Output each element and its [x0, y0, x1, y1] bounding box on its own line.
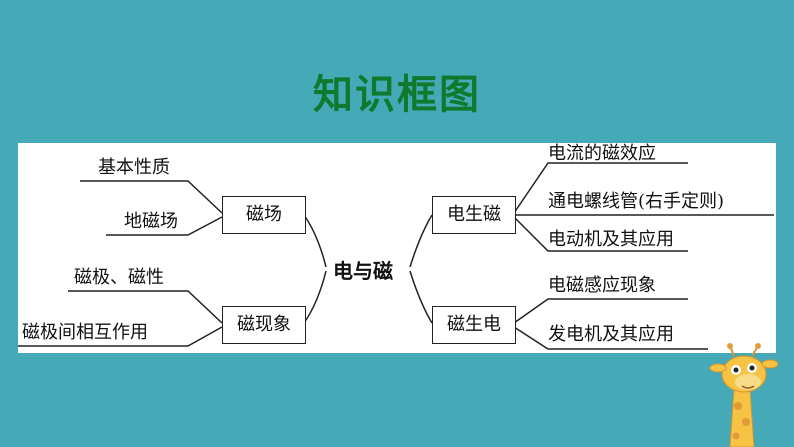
node-cishengdian: 磁生电 — [432, 306, 516, 344]
node-dianshengci: 电生磁 — [432, 196, 516, 234]
page-title: 知识框图 — [313, 72, 481, 118]
giraffe-icon — [709, 343, 779, 447]
node-center: 电与磁 — [333, 259, 393, 283]
connector-lines — [18, 162, 774, 350]
leaf-diandongji: 电动机及其应用 — [548, 229, 674, 250]
link-center-cichang — [303, 214, 327, 268]
link-jiben — [80, 180, 223, 214]
leaf-luoxianguan: 通电螺线管(右手定则) — [548, 191, 725, 212]
link-xiaoying — [513, 162, 688, 214]
link-center-dianshengci — [409, 214, 433, 268]
link-xianghu — [18, 326, 223, 347]
leaf-dianliu-xiaoying: 电流的磁效应 — [548, 143, 656, 164]
leaf-dicichang: 地磁场 — [124, 211, 178, 232]
leaf-jiben-xingzhi: 基本性质 — [98, 157, 170, 178]
link-dicichang — [106, 216, 223, 236]
link-center-cixianxiang — [303, 270, 327, 324]
leaf-ciji-cixing: 磁极、磁性 — [74, 267, 164, 288]
link-fadian — [513, 326, 708, 350]
mind-map-panel: 基本性质 地磁场 磁极、磁性 磁极间相互作用 磁场 磁现象 电与磁 电生磁 磁生… — [18, 143, 776, 353]
leaf-cijijian-xianghu: 磁极间相互作用 — [22, 322, 148, 343]
node-cixianxiang: 磁现象 — [222, 306, 306, 344]
link-diandong — [513, 216, 688, 252]
leaf-ganying: 电磁感应现象 — [548, 275, 656, 296]
link-center-cishengdian — [409, 270, 433, 324]
link-ganying — [513, 298, 688, 324]
link-ciji — [68, 290, 223, 324]
node-cichang: 磁场 — [222, 196, 306, 234]
leaf-fadianji: 发电机及其应用 — [548, 324, 674, 345]
